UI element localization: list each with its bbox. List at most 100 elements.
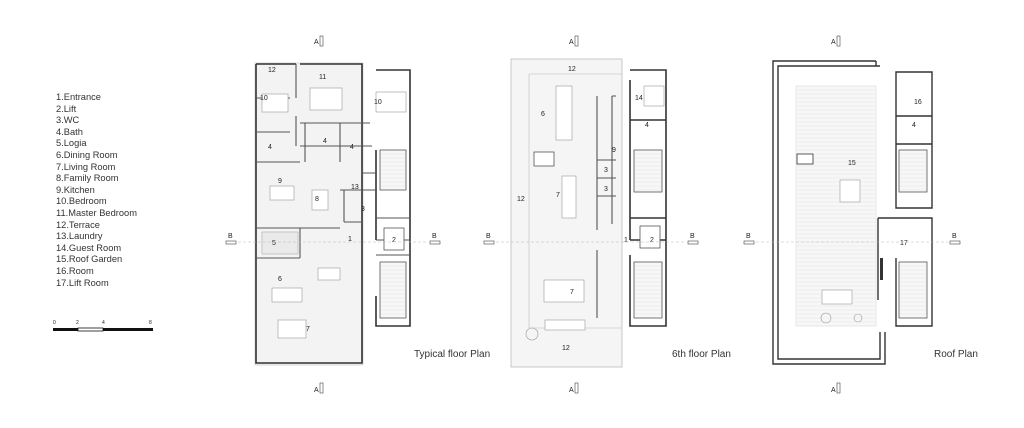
- roof-plan: 16 4 15 17: [772, 60, 933, 365]
- room-number: 11: [319, 74, 326, 81]
- sofa: [277, 319, 307, 339]
- scale-label-4: 4: [102, 320, 105, 326]
- legend-item: 15.Roof Garden: [56, 254, 123, 265]
- planter: [525, 327, 539, 341]
- room-number: 5: [272, 240, 276, 247]
- section-mark-a: A: [831, 387, 836, 394]
- legend-item: 13.Laundry: [56, 231, 103, 242]
- exterior-wall: [255, 63, 363, 364]
- dining-table: [555, 85, 573, 141]
- section-mark-b: B: [746, 233, 751, 240]
- room-number: 2: [392, 237, 396, 244]
- room-number: 3: [604, 186, 608, 193]
- section-arrow: [743, 240, 755, 245]
- room-legend: 1.Entrance 2.Lift 3.WC 4.Bath 5.Logia 6.…: [56, 92, 137, 289]
- legend-item: 5.Logia: [56, 138, 87, 149]
- section-mark-b: B: [690, 233, 695, 240]
- section-arrow: [319, 35, 324, 47]
- legend-item: 8.Family Room: [56, 173, 119, 184]
- room-number: 7: [556, 192, 560, 199]
- legend-item: 1.Entrance: [56, 92, 101, 102]
- room-number: 1: [624, 237, 628, 244]
- core-wall: [375, 69, 411, 327]
- room-number: 12: [568, 66, 576, 73]
- legend-item: 17.Lift Room: [56, 277, 109, 288]
- kitchen-island: [533, 151, 555, 167]
- section-arrow: [687, 240, 699, 245]
- sofa: [317, 267, 341, 281]
- legend-item: 10.Bedroom: [56, 196, 107, 207]
- legend-item: 7.Living Room: [56, 161, 116, 172]
- core-wall: [629, 69, 667, 327]
- table: [561, 175, 577, 219]
- room-number: 7: [306, 326, 310, 333]
- room-number: 17: [900, 240, 908, 247]
- section-mark-a: A: [831, 39, 836, 46]
- legend-item: 4.Bath: [56, 126, 83, 137]
- stair: [898, 261, 928, 319]
- roof-plan-title: Roof Plan: [934, 349, 978, 360]
- legend-item: 16.Room: [56, 265, 94, 276]
- floor-slab: [254, 62, 364, 366]
- stair: [633, 149, 663, 193]
- logia-area: [261, 231, 299, 255]
- legend-item: 12.Terrace: [56, 219, 100, 230]
- room-number: 8: [315, 196, 319, 203]
- garden-table: [839, 179, 861, 203]
- lift-room-walls: [877, 217, 933, 327]
- room-number: 3: [361, 206, 365, 213]
- legend-item: 2.Lift: [56, 103, 77, 114]
- typical-floor-plan-title: Typical floor Plan: [414, 349, 491, 360]
- room-number: 12: [268, 67, 276, 74]
- planter: [853, 313, 863, 323]
- room-number: 4: [350, 144, 354, 151]
- section-mark-a: A: [314, 39, 319, 46]
- stair: [379, 261, 407, 319]
- room-number: 7: [570, 289, 574, 296]
- room-number: 12: [517, 196, 525, 203]
- room-number: 9: [612, 147, 616, 154]
- skylight: [796, 153, 814, 165]
- section-arrow: [319, 382, 324, 394]
- scale-label-0: 0: [53, 320, 56, 326]
- interior-walls: [596, 95, 616, 318]
- section-arrow: [836, 382, 841, 394]
- room-number: 1: [348, 236, 352, 243]
- stair: [379, 149, 407, 191]
- section-mark-b: B: [432, 233, 437, 240]
- dining-table: [271, 287, 303, 303]
- room-number: 15: [848, 160, 856, 167]
- lounge-seating: [821, 289, 853, 305]
- typical-floor-plan: 12 11 10 10 4 4 4 9 13 8 3 1 2 5 6 7: [254, 62, 411, 366]
- stair: [898, 149, 928, 193]
- scale-bar: 0 2 4 8: [53, 320, 153, 332]
- room-number: 14: [635, 95, 643, 102]
- scale-label-8: 8: [149, 320, 152, 326]
- legend-item: 9.Kitchen: [56, 184, 95, 195]
- terrace-bench: [544, 319, 586, 331]
- section-arrow: [836, 35, 841, 47]
- scale-label-2: 2: [76, 320, 79, 326]
- section-mark-a: A: [569, 387, 574, 394]
- legend-item: 6.Dining Room: [56, 149, 118, 160]
- bed: [375, 91, 407, 113]
- scale-segment: [53, 328, 78, 331]
- stair: [633, 261, 663, 319]
- legend-item: 11.Master Bedroom: [56, 207, 137, 218]
- lift-shaft: [383, 227, 405, 251]
- legend-item: 14.Guest Room: [56, 242, 122, 253]
- planter: [820, 312, 832, 324]
- section-mark-a: A: [569, 39, 574, 46]
- section-arrow: [483, 240, 495, 245]
- legend-item: 3.WC: [56, 115, 80, 126]
- lift-shaft: [639, 225, 661, 249]
- section-arrow: [574, 382, 579, 394]
- section-markers: A A A A A A B B B B B B: [225, 35, 961, 394]
- sixth-floor-plan: 12 14 6 4 9 3 3 7 12 1 2 7 12: [510, 58, 667, 368]
- room-number: 4: [912, 122, 916, 129]
- room-number: 4: [268, 144, 272, 151]
- upper-room-walls: [895, 71, 933, 209]
- room-number: 10: [260, 95, 268, 102]
- room-number: 12: [562, 345, 570, 352]
